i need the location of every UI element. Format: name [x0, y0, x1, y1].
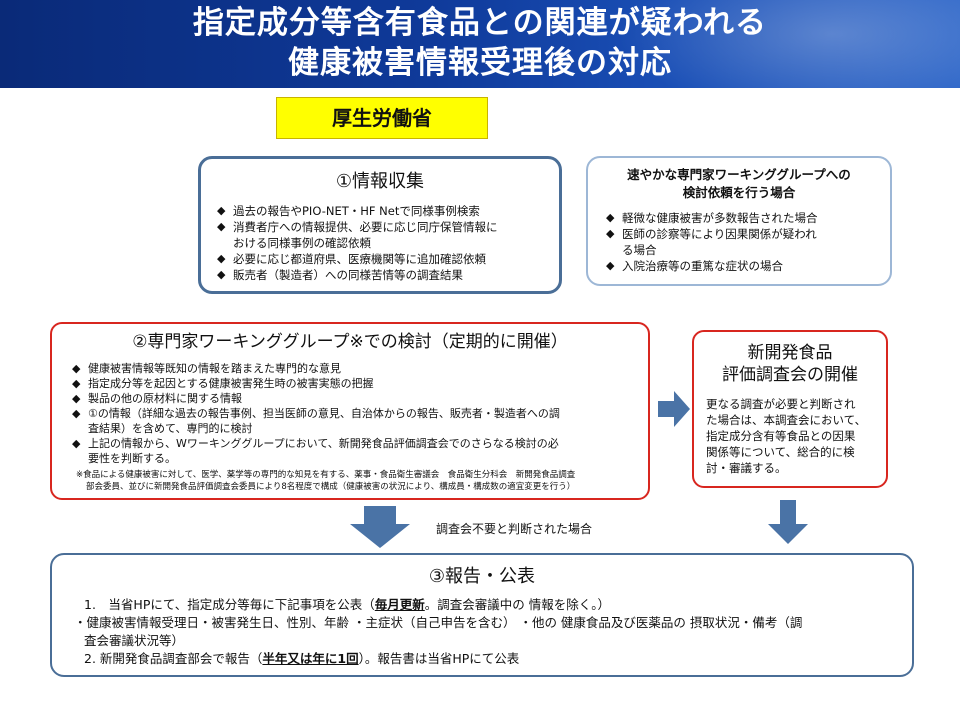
diamond-bullet-icon: ◆ [606, 259, 615, 272]
diamond-bullet-icon: ◆ [72, 437, 81, 450]
step2-item: ◆健康被害情報等既知の情報を踏まえた専門的な意見 [72, 362, 341, 375]
step2-list: ◆健康被害情報等既知の情報を踏まえた専門的な意見 ◆指定成分等を起因とする健康被… [68, 361, 648, 466]
step2-item-continued: 査結果）を含めて、専門的に検討 [88, 422, 253, 435]
quick-referral-item: ◆医師の診察等により因果関係が疑われ [606, 227, 817, 241]
step2-box: ②専門家ワーキンググループ※での検討（定期的に開催） ◆健康被害情報等既知の情報… [50, 322, 650, 500]
report-line-2: ・健康被害情報受理日・被害発生日、性別、年齢 ・主症状（自己申告を含む） ・他の… [74, 615, 803, 630]
step2-title: ②専門家ワーキンググループ※での検討（定期的に開催） [132, 332, 568, 352]
quick-referral-item: ◆入院治療等の重篤な症状の場合 [606, 259, 783, 273]
diamond-bullet-icon: ◆ [72, 377, 81, 390]
right-arrow-icon [658, 391, 690, 427]
diamond-bullet-icon: ◆ [217, 268, 226, 281]
diamond-bullet-icon: ◆ [217, 204, 226, 217]
diamond-bullet-icon: ◆ [72, 362, 81, 375]
quick-referral-item: ◆軽微な健康被害が多数報告された場合 [606, 211, 818, 225]
slide-title-line-2: 健康被害情報受理後の対応 [288, 45, 672, 81]
diamond-bullet-icon: ◆ [606, 227, 615, 240]
step1-item: ◆過去の報告やPIO-NET・HF Netで同様事例検索 [217, 204, 480, 218]
step1-item-continued: おける同様事例の確認依頼 [233, 236, 371, 250]
step2-item: ◆上記の情報から、Wワーキンググループにおいて、新開発食品評価調査会でのさらなる… [72, 437, 559, 450]
down-arrow-icon [768, 500, 808, 544]
eval-committee-box: 新開発食品 評価調査会の開催 更なる調査が必要と判断され た場合は、本調査会にお… [692, 330, 888, 488]
step1-item: ◆必要に応じ都道府県、医療機関等に追加確認依頼 [217, 252, 486, 266]
step1-title: ①情報収集 [335, 171, 425, 192]
report-line-1: 1. 当省HPにて、指定成分等毎に下記事項を公表（毎月更新。調査会審議中の 情報… [84, 597, 610, 612]
no-committee-note: 調査会不要と判断された場合 [436, 522, 593, 536]
eval-committee-title: 新開発食品 評価調査会の開催 [722, 343, 858, 385]
quick-referral-box: 速やかな専門家ワーキンググループへの 検討依頼を行う場合 ◆軽微な健康被害が多数… [586, 156, 892, 286]
step1-list: ◆過去の報告やPIO-NET・HF Netで同様事例検索 ◆消費者庁への情報提供… [213, 203, 559, 283]
step1-item: ◆消費者庁への情報提供、必要に応じ同庁保管情報に [217, 220, 498, 234]
step3-body: 1. 当省HPにて、指定成分等毎に下記事項を公表（毎月更新。調査会審議中の 情報… [74, 596, 912, 668]
report-line-4: 2. 新開発食品調査部会で報告（半年又は年に1回）。報告書は当省HPにて公表 [84, 651, 520, 666]
diamond-bullet-icon: ◆ [72, 392, 81, 405]
step3-box: ③報告・公表 1. 当省HPにて、指定成分等毎に下記事項を公表（毎月更新。調査会… [50, 553, 914, 677]
step1-item: ◆販売者（製造者）への同様苦情等の調査結果 [217, 268, 463, 282]
eval-committee-text: 更なる調査が必要と判断され た場合は、本調査会において、 指定成分含有等食品との… [706, 397, 867, 475]
quick-referral-title: 速やかな専門家ワーキンググループへの 検討依頼を行う場合 [627, 167, 851, 200]
step2-footnote: ※食品による健康被害に対して、医学、薬学等の専門的な知見を有する、薬事・食品衛生… [76, 470, 576, 492]
quick-referral-list: ◆軽微な健康被害が多数報告された場合 ◆医師の診察等により因果関係が疑われ る場… [602, 210, 890, 274]
step2-item: ◆製品の他の原材料に関する情報 [72, 392, 242, 405]
diamond-bullet-icon: ◆ [217, 220, 226, 233]
slide-header: 指定成分等含有食品との関連が疑われる 健康被害情報受理後の対応 [0, 0, 960, 88]
diamond-bullet-icon: ◆ [72, 407, 81, 420]
diamond-bullet-icon: ◆ [606, 211, 615, 224]
quick-referral-item-continued: る場合 [622, 243, 657, 257]
slide-title-line-1: 指定成分等含有食品との関連が疑われる [192, 5, 768, 41]
down-arrow-icon [350, 506, 410, 548]
step1-box: ①情報収集 ◆過去の報告やPIO-NET・HF Netで同様事例検索 ◆消費者庁… [198, 156, 562, 294]
diamond-bullet-icon: ◆ [217, 252, 226, 265]
mhlw-label: 厚生労働省 [276, 97, 488, 139]
step3-title: ③報告・公表 [428, 566, 536, 587]
step2-item: ◆①の情報（詳細な過去の報告事例、担当医師の意見、自治体からの報告、販売者・製造… [72, 407, 560, 420]
report-line-3: 査会審議状況等） [84, 633, 185, 648]
step2-item-continued: 要性を判断する。 [88, 452, 176, 465]
header-highlight [580, 0, 960, 88]
step2-item: ◆指定成分等を起因とする健康被害発生時の被害実態の把握 [72, 377, 374, 390]
